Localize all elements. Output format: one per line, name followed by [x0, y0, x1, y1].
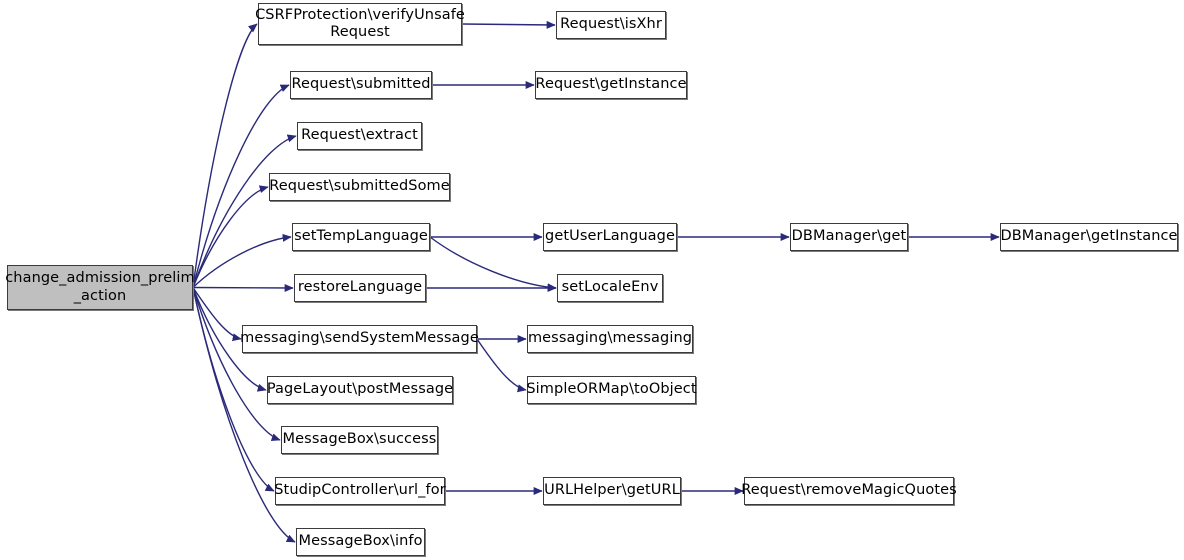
- graph-node-label: CSRFProtection\verifyUnsafe Request: [255, 6, 465, 40]
- graph-node-postmsg[interactable]: PageLayout\postMessage: [267, 376, 453, 404]
- graph-edge-csrf-to-isxhr: [461, 20, 556, 29]
- graph-node-label: StudipController\url_for: [274, 482, 446, 499]
- graph-node-label: DBManager\get: [791, 228, 907, 245]
- graph-node-label: setLocaleEnv: [561, 279, 659, 296]
- graph-node-label: DBManager\getInstance: [1000, 228, 1178, 245]
- graph-edge-root-to-submsome: [192, 185, 269, 288]
- graph-edge-sendsys-to-toobject: [476, 338, 527, 393]
- graph-node-label: Request\removeMagicQuotes: [741, 482, 957, 499]
- graph-node-toobject[interactable]: SimpleORMap\toObject: [526, 376, 697, 404]
- graph-node-label: setTempLanguage: [294, 228, 428, 245]
- graph-node-submsome[interactable]: Request\submittedSome: [269, 173, 450, 201]
- graph-node-urlfor[interactable]: StudipController\url_for: [274, 477, 446, 505]
- graph-node-isxhr[interactable]: Request\isXhr: [556, 11, 666, 39]
- graph-node-label: Request\submittedSome: [269, 178, 450, 195]
- graph-node-getinstance[interactable]: Request\getInstance: [535, 71, 687, 99]
- graph-node-csrf[interactable]: CSRFProtection\verifyUnsafe Request: [255, 3, 465, 45]
- graph-node-dbget[interactable]: DBManager\get: [790, 223, 908, 251]
- graph-node-removemq[interactable]: Request\removeMagicQuotes: [741, 477, 957, 505]
- graph-node-label: MessageBox\info: [298, 533, 423, 550]
- graph-edge-root-to-csrf: [192, 23, 258, 288]
- graph-edge-root-to-sendsys: [192, 287, 242, 342]
- graph-node-label: URLHelper\getURL: [544, 482, 680, 499]
- graph-node-getuserlang[interactable]: getUserLanguage: [543, 223, 677, 251]
- graph-edge-root-to-extract: [192, 134, 297, 288]
- graph-node-label: SimpleORMap\toObject: [526, 381, 697, 398]
- graph-node-label: Request\getInstance: [535, 76, 687, 93]
- graph-node-sendsys[interactable]: messaging\sendSystemMessage: [240, 325, 479, 353]
- graph-node-label: Request\extract: [301, 127, 418, 144]
- graph-node-geturl[interactable]: URLHelper\getURL: [543, 477, 681, 505]
- graph-node-label: messaging\messaging: [527, 330, 693, 347]
- graph-node-messaging[interactable]: messaging\messaging: [527, 325, 693, 353]
- graph-node-mbinfo[interactable]: MessageBox\info: [296, 528, 425, 556]
- graph-node-submitted[interactable]: Request\submitted: [290, 71, 432, 99]
- graph-node-mbsuccess[interactable]: MessageBox\success: [281, 426, 438, 454]
- graph-edge-root-to-restorelang: [192, 283, 294, 292]
- graph-node-dbinstance[interactable]: DBManager\getInstance: [1000, 223, 1178, 251]
- graph-node-label: PageLayout\postMessage: [266, 381, 454, 398]
- graph-node-label: restoreLanguage: [297, 279, 423, 296]
- graph-edge-root-to-settemp: [192, 233, 292, 289]
- graph-node-label: messaging\sendSystemMessage: [240, 330, 479, 347]
- graph-node-label: change_admission_prelim _action: [5, 270, 195, 304]
- graph-node-label: Request\submitted: [291, 76, 431, 93]
- graph-node-root[interactable]: change_admission_prelim _action: [5, 265, 195, 310]
- graph-node-label: MessageBox\success: [282, 431, 437, 448]
- graph-node-setlocale[interactable]: setLocaleEnv: [557, 274, 663, 302]
- graph-edge-root-to-mbsuccess: [192, 287, 281, 441]
- graph-node-extract[interactable]: Request\extract: [297, 122, 422, 150]
- graph-node-restorelang[interactable]: restoreLanguage: [294, 274, 426, 302]
- graph-node-label: Request\isXhr: [560, 16, 662, 33]
- graph-node-settemp[interactable]: setTempLanguage: [292, 223, 430, 251]
- graph-node-label: getUserLanguage: [545, 228, 675, 245]
- graph-edge-settemp-to-setlocale: [429, 236, 557, 292]
